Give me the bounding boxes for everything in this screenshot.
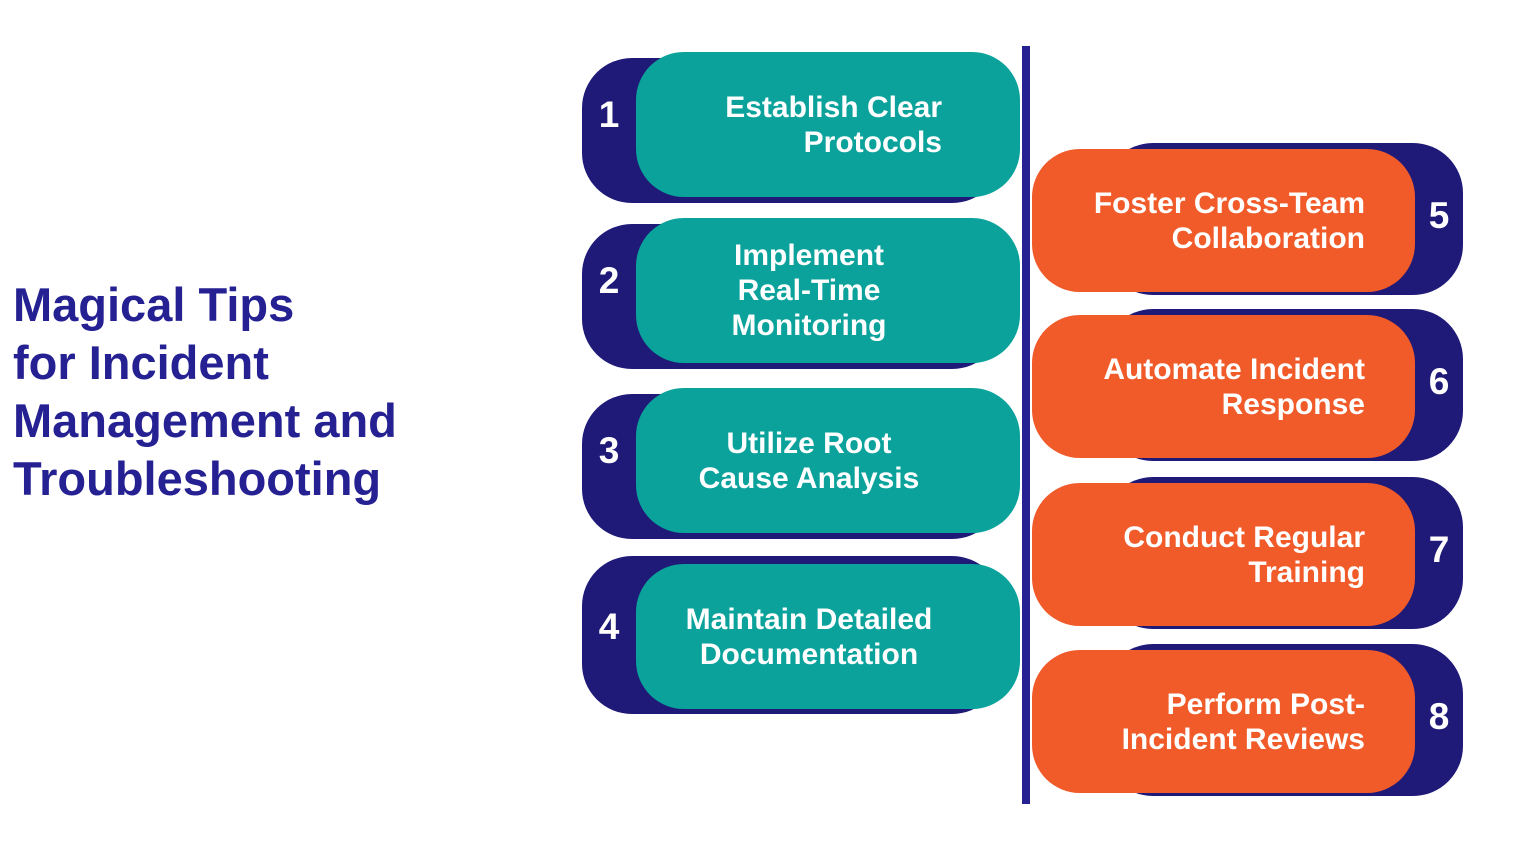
tip-5-number: 5 [1428,195,1450,236]
tip-2-text-line: Monitoring [731,309,887,342]
tip-8-text-line: Incident Reviews [1121,722,1365,756]
tip-3-card: Utilize Root Cause Analysis [636,388,1020,533]
tip-7-card: Conduct Regular Training [1032,483,1415,626]
tip-5-card: Foster Cross-Team Collaboration [1032,149,1415,292]
tip-8-number: 8 [1428,696,1450,737]
tip-8-text-line: Perform Post- [1166,687,1365,721]
tip-2-card: Implement Real-Time Monitoring [636,218,1020,363]
tip-4-card: Maintain Detailed Documentation [636,564,1020,709]
page-title-line: Magical Tips [13,278,295,331]
tip-7-number: 7 [1428,529,1450,570]
tip-4-number: 4 [598,606,620,647]
tip-6-card: Automate Incident Response [1032,315,1415,458]
page-title-line: Management and [13,394,397,447]
tip-1-card: Establish Clear Protocols [636,52,1020,197]
tip-1-text-line: Protocols [803,125,942,159]
tip-7-text-line: Training [1248,555,1365,589]
page-title-line: Troubleshooting [13,452,382,505]
vertical-divider [1022,46,1030,804]
tip-2-text-line: Implement [733,239,885,272]
tip-2-text-line: Real-Time [737,274,881,307]
tip-5-text-line: Collaboration [1171,221,1365,255]
tip-1-text-line: Establish Clear [725,90,942,124]
tip-3-text-line: Utilize Root [726,426,892,460]
page-title: Magical Tips for Incident Management and… [13,276,573,508]
tip-3-text-line: Cause Analysis [698,461,920,495]
tip-4-text-line: Maintain Detailed [685,602,933,636]
tip-6-text-line: Response [1221,387,1365,421]
tip-2-number: 2 [598,260,620,301]
tip-1-number: 1 [598,94,620,135]
tip-3-number: 3 [598,430,620,471]
tip-4-text-line: Documentation [699,637,919,671]
tip-6-text-line: Automate Incident [1103,352,1365,386]
tip-8-card: Perform Post- Incident Reviews [1032,650,1415,793]
page-title-line: for Incident [13,336,269,389]
tip-5-text-line: Foster Cross-Team [1093,186,1365,220]
tip-6-number: 6 [1428,361,1450,402]
tip-7-text-line: Conduct Regular [1123,520,1365,554]
